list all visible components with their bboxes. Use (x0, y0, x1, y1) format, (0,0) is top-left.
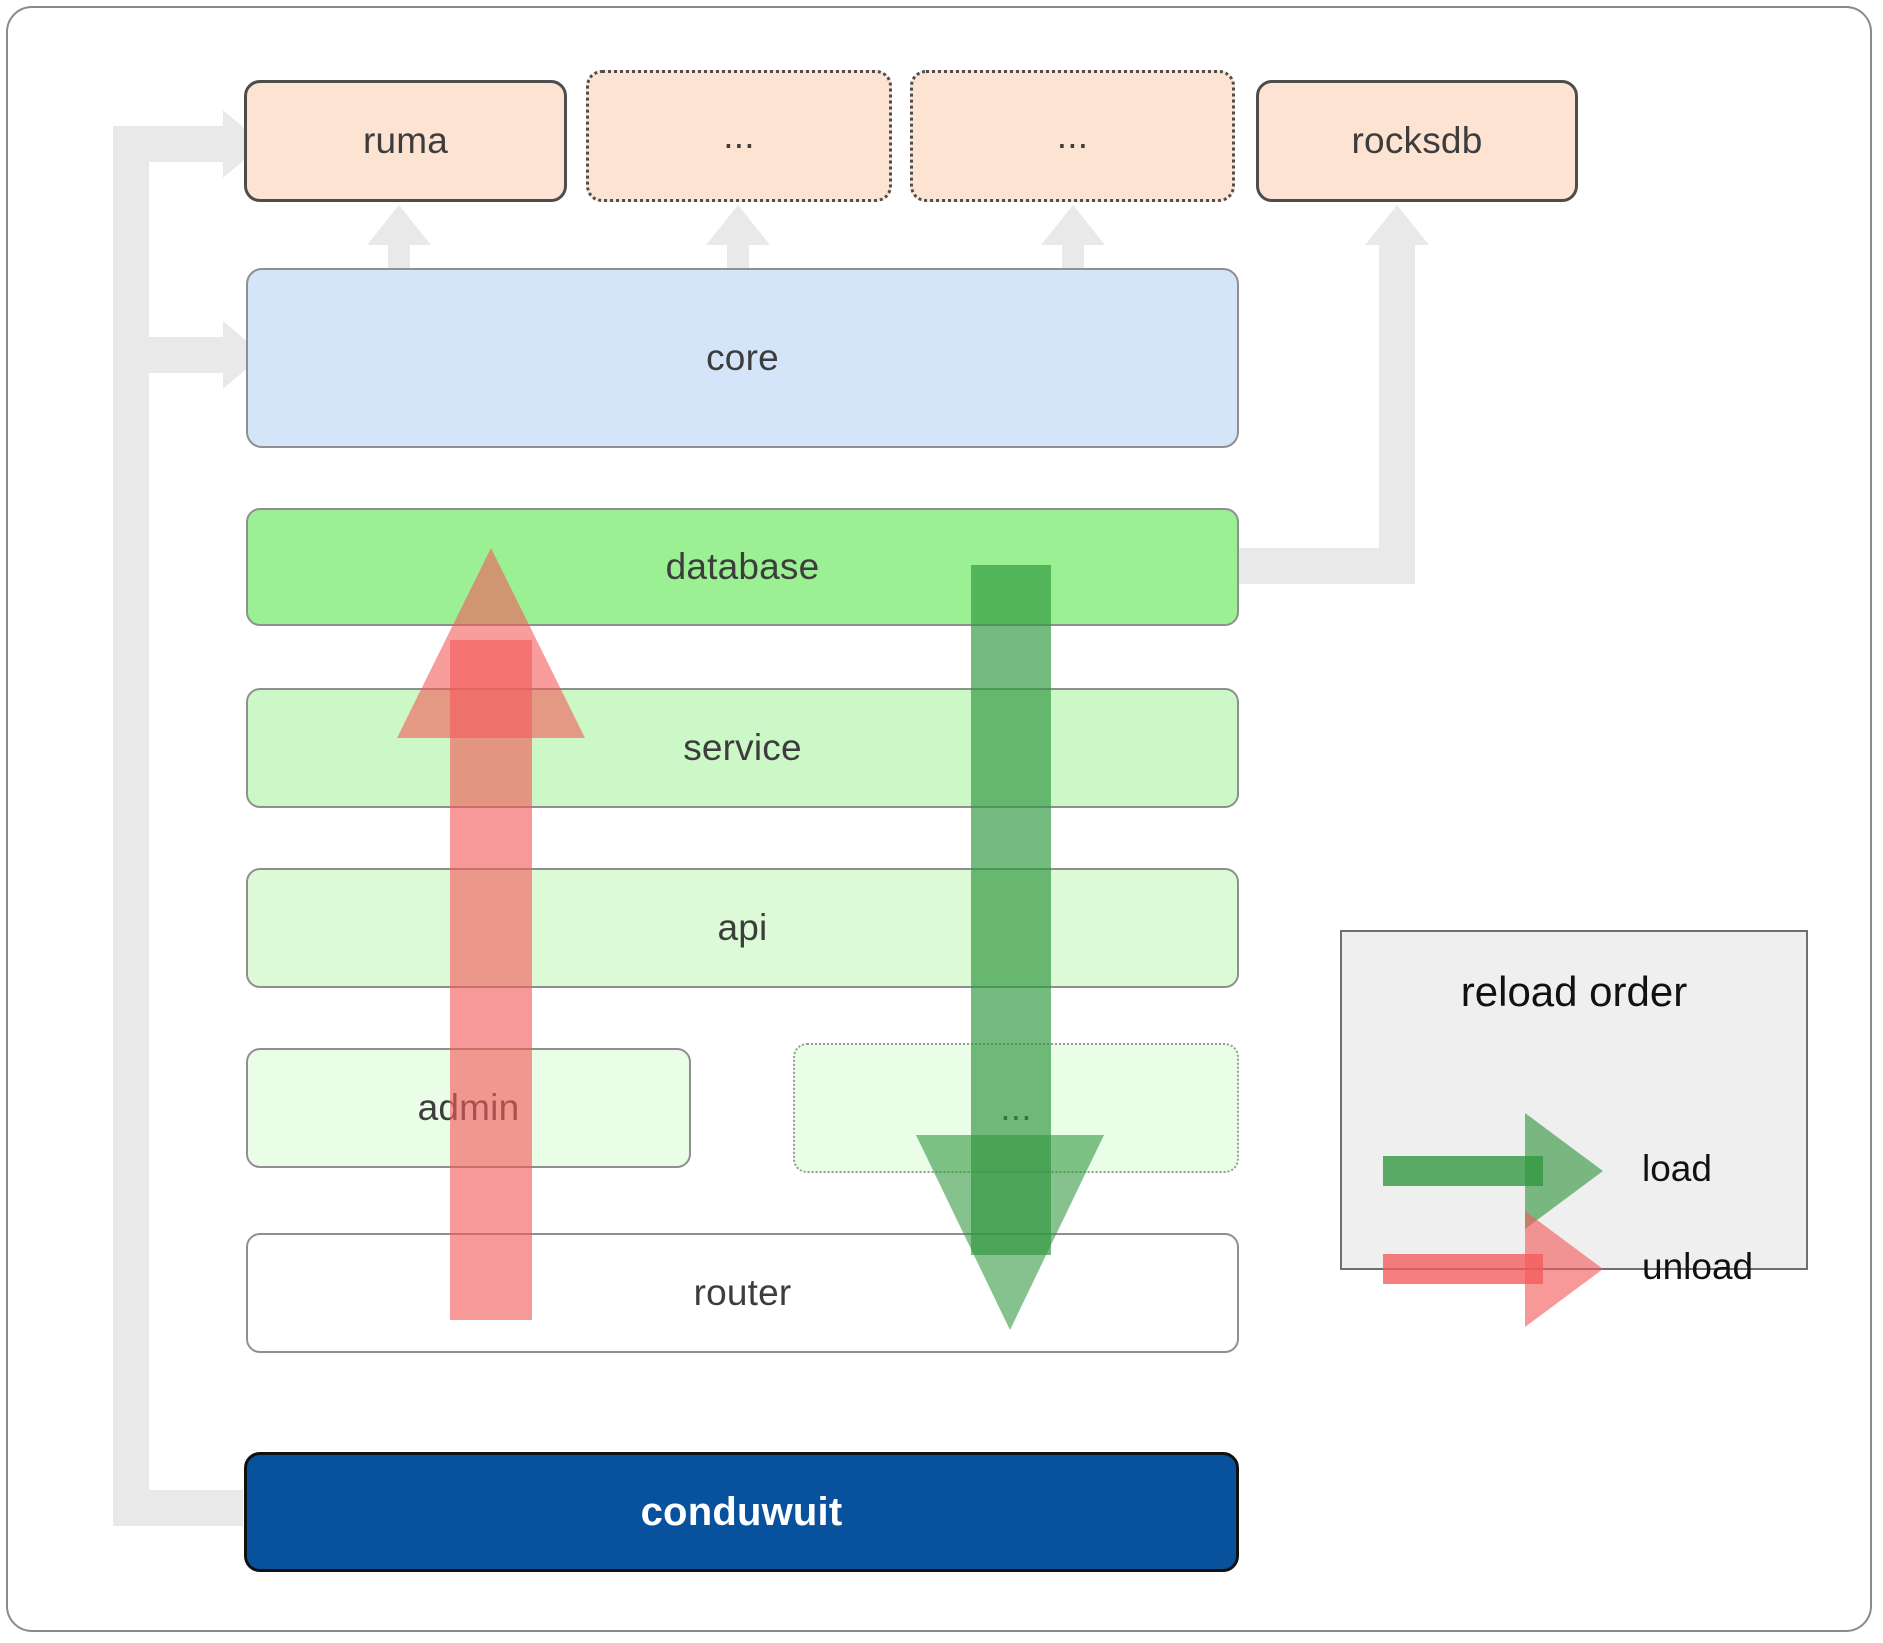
legend-unload-arrow-head (1525, 1211, 1603, 1327)
unload-arrow-head-triangle (397, 548, 585, 738)
legend-panel: reload order load unload (1340, 930, 1808, 1327)
unload-arrow-shaft (450, 640, 532, 1320)
load-arrow-head-triangle (916, 1135, 1104, 1330)
layer-label: service (683, 727, 802, 768)
dependency-label: ... (723, 115, 755, 156)
dependency-box-placeholder-1[interactable]: ... (586, 70, 892, 202)
connector-to-ruma-shaft (113, 126, 223, 162)
dependency-box-rocksdb[interactable]: rocksdb (1256, 80, 1578, 202)
connector-core-to-dots1-arrow (706, 205, 770, 245)
connector-to-core-shaft (113, 337, 223, 373)
dependency-label: rocksdb (1351, 120, 1483, 161)
layer-label: api (717, 907, 768, 948)
connector-left-rail (113, 126, 149, 1526)
layer-box-api[interactable]: api (246, 868, 1239, 988)
connector-core-to-ruma-arrow (367, 205, 431, 245)
legend-load-arrow-shaft (1383, 1156, 1543, 1186)
layer-label: router (693, 1272, 792, 1313)
layer-label: database (665, 546, 820, 587)
connector-core-to-dots2-arrow (1041, 205, 1105, 245)
layer-label: core (706, 337, 779, 378)
legend-unload-arrow-shaft (1383, 1254, 1543, 1284)
layer-box-database[interactable]: database (246, 508, 1239, 626)
legend-load-arrow-head (1525, 1113, 1603, 1229)
layer-box-core[interactable]: core (246, 268, 1239, 448)
diagram-frame (6, 6, 1872, 1632)
connector-db-to-rocksdb-vertical (1379, 238, 1415, 558)
legend-unload-label: unload (1642, 1246, 1754, 1287)
root-box-conduwuit[interactable]: conduwuit (244, 1452, 1239, 1572)
connector-db-to-rocksdb-arrow (1365, 205, 1429, 245)
dependency-label: ... (1056, 115, 1089, 156)
legend-load-label: load (1642, 1148, 1712, 1189)
root-label: conduwuit (640, 1489, 843, 1534)
dependency-box-placeholder-2[interactable]: ... (910, 70, 1235, 202)
layer-box-service[interactable]: service (246, 688, 1239, 808)
dependency-box-ruma[interactable]: ruma (244, 80, 567, 202)
legend-title: reload order (1460, 968, 1688, 1015)
dependency-label: ruma (362, 120, 449, 161)
connector-root-stub (113, 1490, 243, 1526)
